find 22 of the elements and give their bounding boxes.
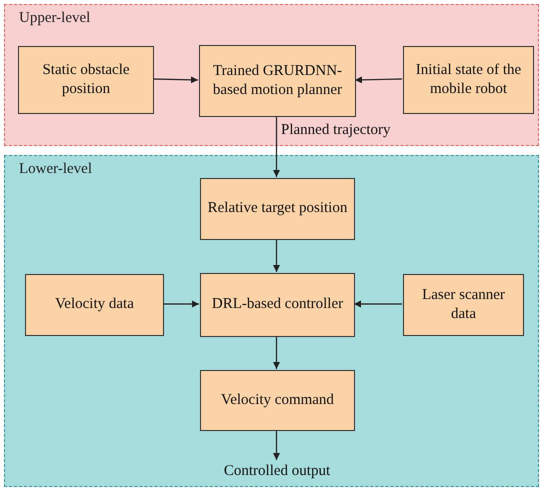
- band-heading: Upper-level: [19, 10, 90, 27]
- arrow: [273, 336, 280, 369]
- lower-level-band: [4, 155, 539, 487]
- process-box: Velocity command: [200, 370, 355, 431]
- upper-level-band: [4, 4, 539, 146]
- process-box: Velocity data: [25, 274, 164, 336]
- arrow: [273, 239, 280, 272]
- process-box: Laser scanner data: [403, 274, 524, 336]
- process-box: Static obstacle position: [18, 46, 154, 114]
- arrow: [152, 76, 198, 84]
- process-box: DRL-based controller: [200, 273, 355, 337]
- process-box: Relative target position: [200, 178, 355, 240]
- process-box: Initial state of the mobile robot: [403, 46, 534, 114]
- output-label: Controlled output: [207, 461, 347, 481]
- arrow: [273, 430, 280, 460]
- arrow: [354, 300, 402, 308]
- arrow: [273, 116, 280, 177]
- process-box: Trained GRURDNN-based motion planner: [199, 45, 356, 117]
- band-heading: Lower-level: [19, 161, 92, 178]
- arrow: [163, 300, 199, 308]
- edge-label: Planned trajectory: [281, 122, 391, 139]
- arrow: [354, 76, 402, 84]
